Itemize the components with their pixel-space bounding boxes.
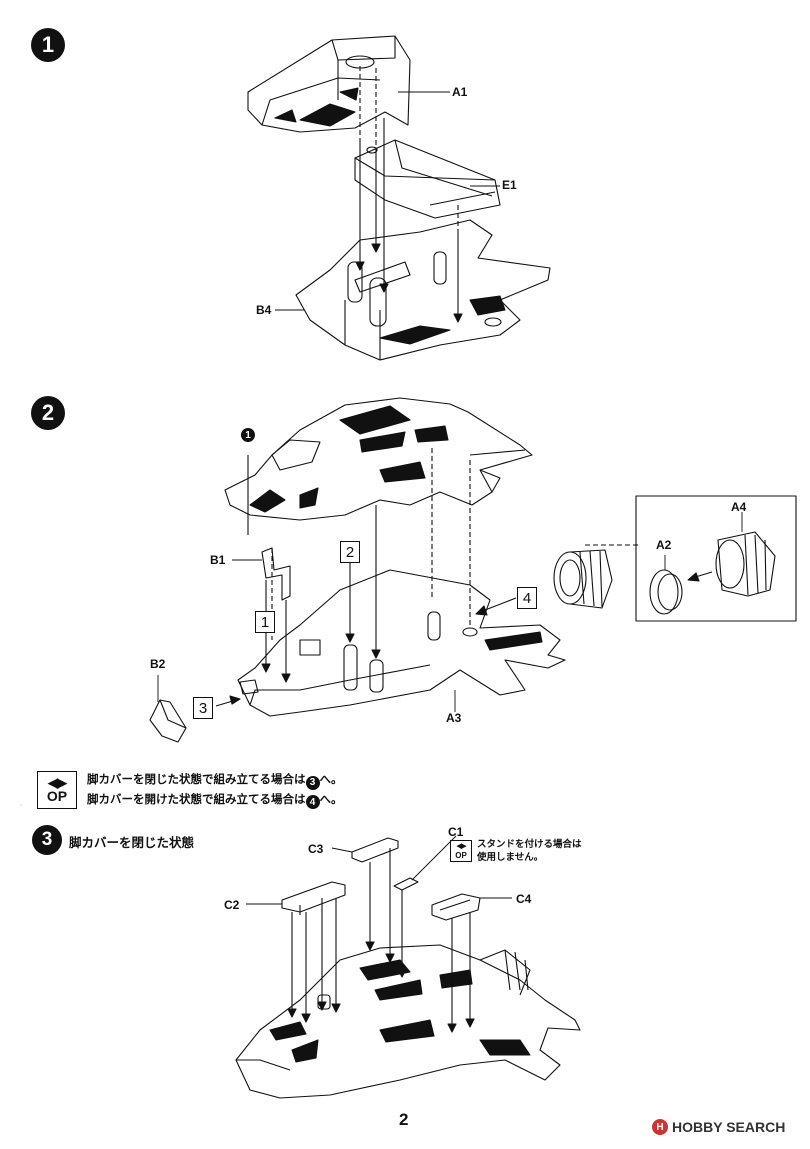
label-b4: B4	[256, 303, 272, 317]
step3-part-c1	[393, 877, 419, 891]
label-a3: A3	[446, 711, 462, 725]
step2-upper-body	[224, 397, 533, 521]
option-icon-text: OP	[46, 787, 68, 804]
step3-part-c3	[351, 837, 399, 863]
step-3-badge: 3	[32, 825, 62, 855]
label-c2: C2	[224, 898, 240, 912]
stand-option-icon: ◀▶ OP	[450, 840, 472, 862]
label-c1: C1	[448, 825, 464, 839]
watermark: H HOBBY SEARCH	[652, 1119, 785, 1135]
step1-guide-lines	[359, 66, 459, 230]
arrows-icon: ◀▶	[48, 774, 67, 790]
sequence-box-3: 3	[193, 697, 213, 719]
page-number: 2	[399, 1110, 409, 1129]
label-c3: C3	[308, 842, 324, 856]
sequence-box-4: 4	[517, 587, 537, 609]
sequence-box-1: 1	[255, 611, 275, 633]
label-b2: B2	[150, 657, 166, 671]
label-a4: A4	[731, 500, 747, 514]
step1-arrows	[355, 118, 463, 323]
step-3-ref-badge: 3	[305, 775, 320, 790]
watermark-logo-icon: H	[652, 1119, 668, 1135]
option-icon: ◀▶ OP	[37, 770, 77, 809]
step2-part-b2-cover	[149, 699, 187, 743]
step3-part-c4	[431, 893, 481, 921]
step3-assembled-body	[235, 944, 581, 1099]
step3-part-c2	[281, 881, 346, 915]
step2-lower-chassis	[237, 569, 566, 717]
step2-guide-lines	[271, 448, 640, 640]
step1-part-e1-tray	[354, 139, 501, 219]
step-3-title: 脚カバーを閉じた状態	[69, 835, 195, 850]
option-note-line-2-suffix: へ。	[319, 791, 343, 806]
option-note-line-2-text: 脚カバーを開けた状態で組み立てる場合は	[87, 791, 306, 806]
label-c4: C4	[516, 892, 532, 906]
step2-ref-step1-badge: 1	[241, 428, 255, 442]
step2-leader-lines	[157, 512, 743, 712]
stand-option-icon-text: OP	[455, 850, 467, 860]
step2-part-b1-clip	[261, 547, 291, 601]
step3-arrows	[287, 848, 475, 1033]
stand-note-text: スタンドを付ける場合は 使用しません。	[477, 838, 582, 864]
step1-part-b4-base	[295, 219, 551, 361]
sequence-box-2: 2	[340, 541, 360, 563]
step-4-ref-badge: 4	[305, 795, 320, 809]
stand-note-line-1: スタンドを付ける場合は	[477, 839, 582, 850]
stand-note: ◀▶ OP スタンドを付ける場合は 使用しません。	[450, 838, 582, 864]
label-e1: E1	[502, 178, 517, 192]
step-1-badge: 1	[31, 28, 65, 62]
label-a2: A2	[656, 538, 672, 552]
watermark-text: HOBBY SEARCH	[672, 1119, 786, 1135]
label-b1: B1	[210, 553, 226, 567]
step1-leader-lines	[275, 91, 500, 311]
option-note-line-1-text: 脚カバーを閉じた状態で組み立てる場合は	[87, 772, 306, 786]
label-a1: A1	[452, 85, 468, 99]
stand-arrows-icon: ◀▶	[456, 842, 467, 850]
step3-leader-lines	[246, 835, 512, 905]
step1-part-a1-cockpit-shell	[247, 35, 411, 133]
step2-part-a4-exhaust	[553, 495, 797, 622]
step-2-badge: 2	[31, 396, 65, 430]
option-note-line-1-suffix: へ。	[319, 772, 343, 786]
stand-note-line-2: 使用しません。	[477, 852, 544, 863]
